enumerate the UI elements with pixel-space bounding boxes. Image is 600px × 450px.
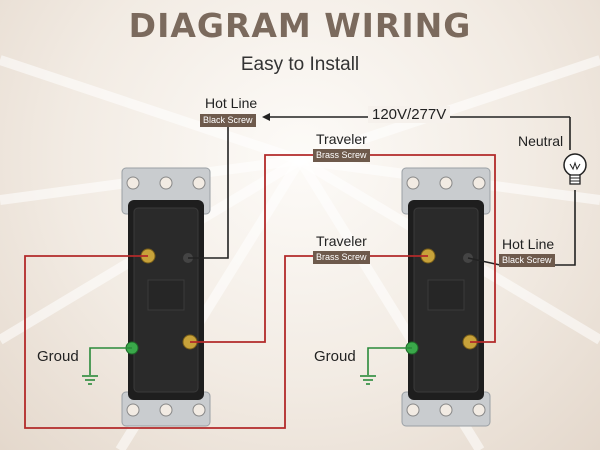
traveler-wire-mid (24, 255, 428, 429)
hot-line-right-tag: Black Screw (499, 254, 555, 267)
traveler-top-tag: Brass Screw (313, 149, 370, 162)
traveler-wire-top (190, 154, 496, 343)
traveler-mid-label: Traveler (316, 233, 367, 249)
page-title: DIAGRAM WIRING (128, 6, 472, 45)
traveler-mid-tag: Brass Screw (313, 251, 370, 264)
ground-wire-left (89, 347, 132, 375)
ground-left-label: Groud (37, 348, 79, 365)
voltage-label: 120V/277V (368, 106, 451, 123)
switch-right (401, 167, 491, 427)
hot-line-left-label: Hot Line (205, 95, 258, 111)
page-subtitle: Easy to Install (240, 54, 360, 75)
ground-right-label: Groud (314, 348, 356, 365)
hot-line-right-label: Hot Line (502, 236, 555, 252)
switch-left (121, 167, 211, 427)
neutral-label: Neutral (518, 133, 564, 149)
ground-wire-right (367, 347, 412, 375)
ground-symbol-icon (82, 375, 98, 385)
ground-symbol-icon (360, 375, 376, 385)
traveler-top-label: Traveler (316, 131, 367, 147)
light-bulb-icon (563, 153, 587, 185)
hot-line-left-tag: Black Screw (200, 114, 256, 127)
